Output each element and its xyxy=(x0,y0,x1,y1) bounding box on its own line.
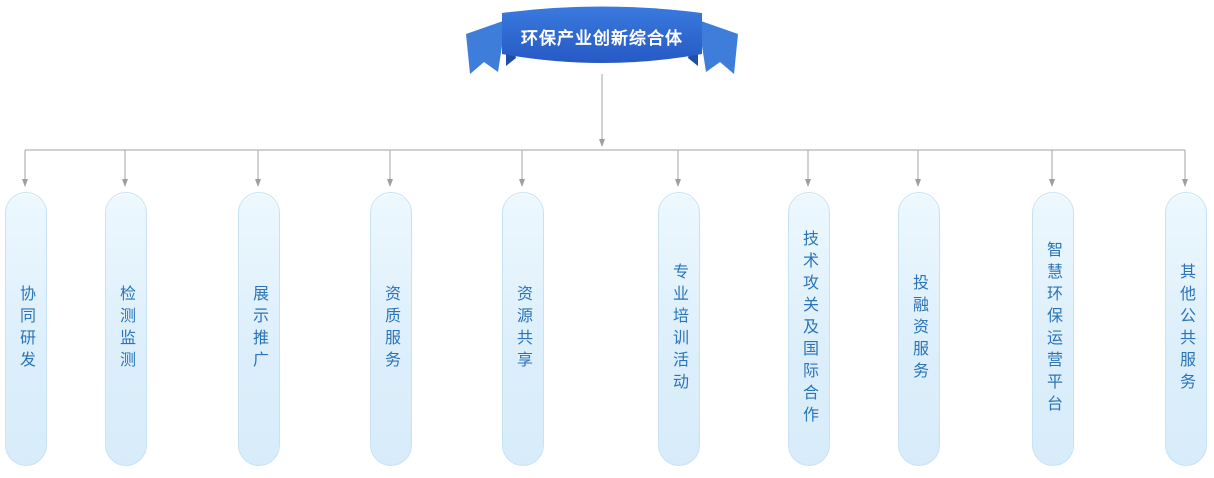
node-resource-sharing: 资源共享 xyxy=(502,192,544,466)
node-label: 资质服务 xyxy=(382,285,401,373)
node-label: 展示推广 xyxy=(250,285,269,373)
diagram-title: 环保产业创新综合体 xyxy=(521,28,683,49)
node-label: 技术攻关及国际合作 xyxy=(800,230,819,428)
title-banner: 环保产业创新综合体 xyxy=(462,4,742,78)
node-label: 检测监测 xyxy=(117,285,136,373)
node-smart-ep-platform: 智慧环保运营平台 xyxy=(1032,192,1074,466)
ribbon-band xyxy=(502,6,702,63)
node-qualification-services: 资质服务 xyxy=(370,192,412,466)
node-label: 协同研发 xyxy=(17,285,36,373)
node-label: 专业培训活动 xyxy=(670,263,689,395)
node-exhibition-promotion: 展示推广 xyxy=(238,192,280,466)
ribbon-tail-right xyxy=(698,20,738,74)
node-tech-intl-cooperation: 技术攻关及国际合作 xyxy=(788,192,830,466)
node-other-public-services: 其他公共服务 xyxy=(1165,192,1207,466)
node-label: 其他公共服务 xyxy=(1177,263,1196,395)
node-professional-training: 专业培训活动 xyxy=(658,192,700,466)
node-label: 智慧环保运营平台 xyxy=(1044,241,1063,417)
ribbon-shape xyxy=(466,6,738,74)
ribbon-tail-left xyxy=(466,20,506,74)
node-label: 资源共享 xyxy=(514,285,533,373)
node-label: 投融资服务 xyxy=(910,274,929,384)
node-investment-financing: 投融资服务 xyxy=(898,192,940,466)
node-collaborative-rd: 协同研发 xyxy=(5,192,47,466)
node-testing-monitoring: 检测监测 xyxy=(105,192,147,466)
